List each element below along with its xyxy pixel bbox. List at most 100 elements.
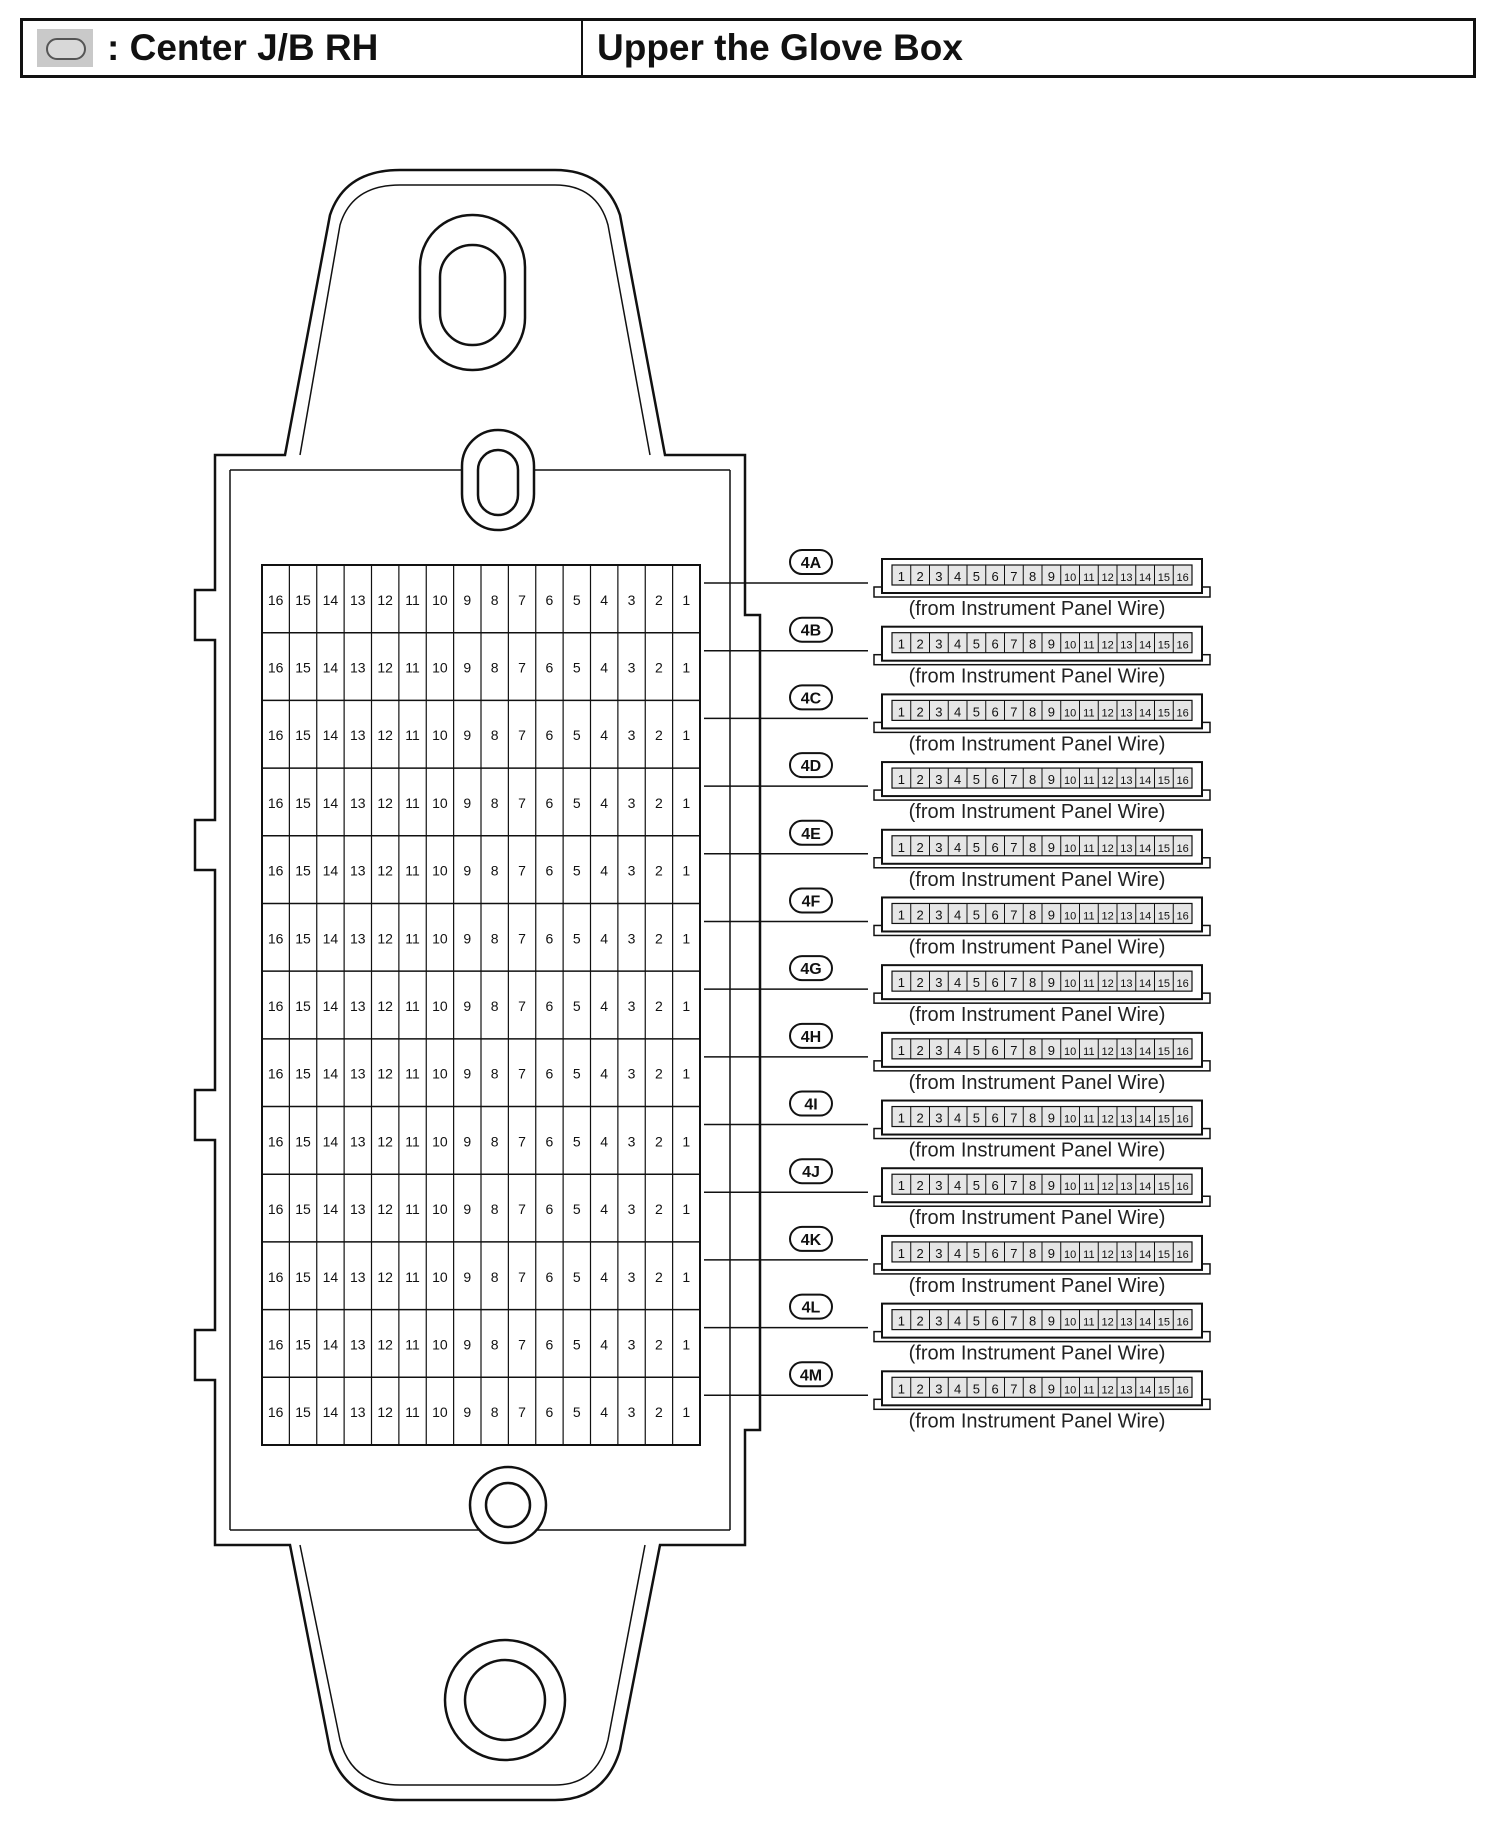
connector-pin-label: 16 [1177,1046,1189,1058]
connector-id: 4I [804,1097,817,1114]
connector-pin-label: 15 [1158,640,1170,652]
pin-label: 4 [600,660,608,676]
connector-pin-label: 16 [1177,1249,1189,1261]
connector-pin-label: 16 [1177,910,1189,922]
pin-label: 11 [405,1336,420,1352]
connector-pin-label: 4 [954,1314,961,1329]
pin-label: 3 [628,795,636,811]
connector-pin-label: 2 [917,1381,924,1396]
connector-id: 4B [801,623,821,640]
connector-pin-label: 2 [917,1314,924,1329]
pin-label: 13 [350,660,366,676]
connector-id: 4M [800,1367,822,1384]
connector-pin-label: 14 [1139,1384,1151,1396]
pin-label: 14 [323,930,339,946]
connector-pin-label: 6 [992,907,999,922]
pin-label: 11 [405,592,420,608]
pin-label: 1 [682,1066,690,1082]
connector-pin-label: 16 [1177,1114,1189,1126]
connector-pin-label: 12 [1102,1046,1114,1058]
pin-label: 5 [573,727,581,743]
connector-pin-label: 8 [1029,1246,1036,1261]
pin-label: 16 [268,660,284,676]
connector-pin-label: 7 [1010,1381,1017,1396]
connector-pin-label: 1 [898,907,905,922]
pin-label: 10 [432,592,448,608]
connector-pin-label: 2 [917,1043,924,1058]
connector-pin-label: 6 [992,1178,999,1193]
pin-label: 9 [463,660,471,676]
pin-label: 9 [463,863,471,879]
connector-pin-label: 14 [1139,978,1151,990]
connector-caption: (from Instrument Panel Wire) [909,936,1166,958]
connector-pin-label: 16 [1177,707,1189,719]
pin-label: 13 [350,930,366,946]
connector-pin-label: 11 [1083,910,1094,922]
pin-label: 3 [628,1066,636,1082]
pin-label: 10 [432,1201,448,1217]
pin-label: 2 [655,930,663,946]
pin-label: 11 [405,1201,420,1217]
pin-label: 4 [600,1066,608,1082]
pin-label: 3 [628,1269,636,1285]
connector-pin-label: 4 [954,704,961,719]
connector-pin-label: 2 [917,907,924,922]
connector-badge [789,955,833,982]
connector-pin-label: 3 [935,772,942,787]
connector-pin-label: 3 [935,975,942,990]
connector-pin-label: 2 [917,975,924,990]
connector-badge [789,887,833,914]
connector-pin-label: 10 [1064,1249,1076,1261]
connector-pin-label: 2 [917,772,924,787]
pin-label: 14 [323,660,339,676]
connector-pin-label: 9 [1048,1314,1055,1329]
pin-label: 1 [682,998,690,1014]
connector-pin-label: 9 [1048,637,1055,652]
connector-pin-label: 7 [1010,772,1017,787]
connector-pin-label: 13 [1120,1384,1132,1396]
pin-label: 6 [546,727,554,743]
pin-label: 5 [573,660,581,676]
pin-label: 8 [491,795,499,811]
pin-label: 7 [518,863,526,879]
connector-pin-label: 12 [1102,640,1114,652]
pin-label: 1 [682,863,690,879]
pin-label: 16 [268,863,284,879]
pin-label: 8 [491,592,499,608]
pin-label: 12 [377,1404,393,1420]
connector-caption: (from Instrument Panel Wire) [909,1004,1166,1026]
connector-badge [789,1158,833,1185]
pin-label: 8 [491,1269,499,1285]
connector-pin-label: 7 [1010,1043,1017,1058]
pin-label: 7 [518,1066,526,1082]
connector-pin-label: 5 [973,1381,980,1396]
connector-pin-label: 14 [1139,843,1151,855]
connector-pin-label: 10 [1064,978,1076,990]
pin-label: 14 [323,1066,339,1082]
connector-pin-label: 10 [1064,572,1076,584]
pin-label: 12 [377,727,393,743]
mounting-holes [418,213,567,1762]
connector-pin-label: 12 [1102,1317,1114,1329]
connector-pin-label: 15 [1158,707,1170,719]
pin-label: 7 [518,1404,526,1420]
connector-pin-label: 12 [1102,1181,1114,1193]
connector-pin-label: 4 [954,1246,961,1261]
pin-label: 2 [655,1269,663,1285]
connector-pin-label: 11 [1083,1249,1094,1261]
connector-pin-label: 12 [1102,707,1114,719]
pin-label: 16 [268,795,284,811]
connector-pin-label: 14 [1139,572,1151,584]
connector-pin-label: 4 [954,637,961,652]
connector-pin-label: 7 [1010,907,1017,922]
pin-label: 16 [268,930,284,946]
pin-label: 8 [491,1066,499,1082]
pin-label: 7 [518,998,526,1014]
connector-pin-label: 4 [954,772,961,787]
pin-label: 4 [600,1404,608,1420]
pin-label: 12 [377,1066,393,1082]
lower-hole-inner [484,1481,532,1529]
connector-pin-label: 3 [935,840,942,855]
pin-label: 2 [655,592,663,608]
pin-label: 7 [518,1201,526,1217]
